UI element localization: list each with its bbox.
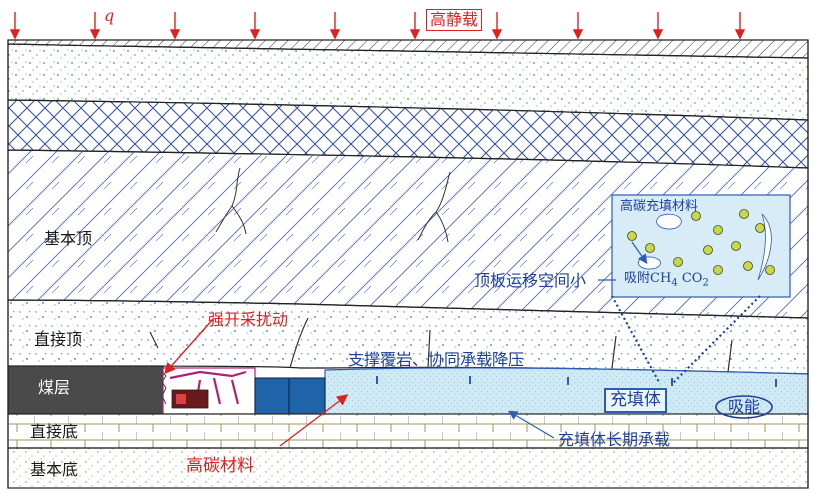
- filling-bag-1: [254, 377, 290, 415]
- adsorb-text: 吸附: [624, 271, 651, 286]
- immediate-floor-label: 直接底: [30, 422, 79, 441]
- load-arrows: [9, 12, 746, 40]
- hydraulic-support-equipment: [161, 367, 256, 415]
- co2-subscript: 2: [702, 277, 709, 289]
- coal-seam-label: 煤层: [38, 378, 71, 397]
- filling-bag-2: [288, 377, 326, 415]
- support-overburden-label: 支撑覆岩、协同承载降压: [348, 350, 525, 369]
- magnified-inset: [611, 194, 791, 298]
- strong-mining-disturbance-label: 强开采扰动: [208, 310, 289, 329]
- ch4-subscript: 4: [671, 277, 678, 289]
- co2-text: CO: [681, 271, 703, 286]
- inset-leader-lines: [611, 295, 761, 385]
- immediate-roof-label: 直接顶: [34, 330, 83, 349]
- inset-title-label: 高碳充填材料: [620, 199, 699, 214]
- immediate-floor-layer: [7, 413, 809, 449]
- filling-support-ticks: [376, 376, 777, 387]
- load-q-label: q: [104, 6, 115, 25]
- high-carbon-arrow: [279, 394, 349, 447]
- filling-body: [324, 367, 809, 421]
- adsorb-gas-label: 吸附CH4 CO2: [624, 272, 709, 289]
- roof-block-joints: [149, 317, 733, 373]
- filling-long-term-label: 充填体长期承载: [558, 430, 671, 449]
- energy-absorption-ellipse: [715, 395, 773, 419]
- main-floor-label: 基本底: [30, 460, 79, 479]
- mining-disturbance-arrow: [164, 317, 215, 375]
- long-term-bearing-arrow: [507, 410, 555, 439]
- main-floor-layer: [7, 447, 809, 489]
- ch4-text: CH: [650, 271, 672, 286]
- coal-seam: [7, 365, 164, 415]
- energy-absorption-label: 吸能: [728, 397, 761, 416]
- roof-fractures: [215, 167, 451, 243]
- high-carbon-material-label: 高碳材料: [186, 456, 254, 476]
- roof-movement-space-label: 顶板运移空间小: [474, 271, 587, 290]
- high-static-load-label: 高静载: [426, 9, 483, 31]
- filling-body-label: 充填体: [604, 388, 667, 413]
- main-roof-label: 基本顶: [44, 229, 93, 248]
